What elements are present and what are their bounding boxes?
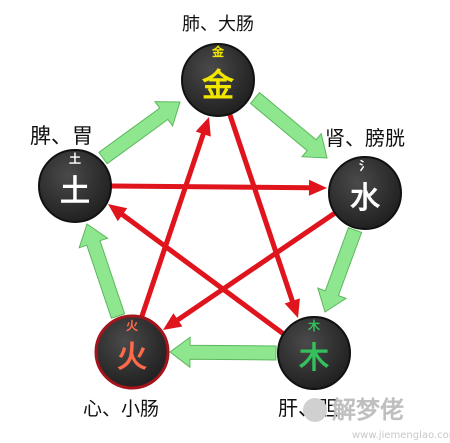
arrow-metal-to-wood [227,114,300,318]
arrow-water-to-wood [317,226,363,313]
fire-small-glyph: 火 [126,319,139,333]
wood-node: 木 木 [277,316,351,390]
watermark-logo-icon [303,398,327,422]
arrow-wood-to-earth [108,204,287,337]
arrow-water-to-fire [163,210,337,330]
fire-glyph: 火 [117,340,147,375]
watermark-url: www.jiemenglao.com [352,430,450,441]
arrow-fire-to-metal [139,117,211,317]
earth-node: 土 土 [38,149,112,223]
water-glyph: 水 [350,181,381,216]
earth-organs-label: 脾、胃 [30,124,93,148]
metal-organs-label: 肺、大肠 [182,14,254,35]
controlling-cycle-arrows [108,114,337,337]
water-node: 氵 水 [328,156,402,230]
generating-cycle-arrows [78,91,363,369]
arrow-earth-to-metal [98,101,181,165]
fire-organs-label: 心、小肠 [83,398,159,420]
arrow-fire-to-earth [78,223,126,319]
fire-node: 火 火 [94,314,170,390]
water-organs-label: 肾、膀胱 [325,126,405,150]
earth-glyph: 土 [60,174,90,209]
wood-glyph: 木 [298,341,329,376]
metal-small-glyph: 金 [211,44,225,59]
arrow-metal-to-water [249,91,328,159]
metal-node: 金 金 [181,43,255,117]
metal-glyph: 金 [201,66,235,104]
watermark: 解梦佬 www.jiemenglao.com [303,396,450,441]
watermark-text: 解梦佬 [332,396,404,424]
water-small-glyph: 氵 [359,159,371,173]
wood-small-glyph: 木 [307,318,321,333]
earth-small-glyph: 土 [69,151,81,166]
arrow-wood-to-fire [169,336,277,369]
arrow-earth-to-water [111,179,327,196]
